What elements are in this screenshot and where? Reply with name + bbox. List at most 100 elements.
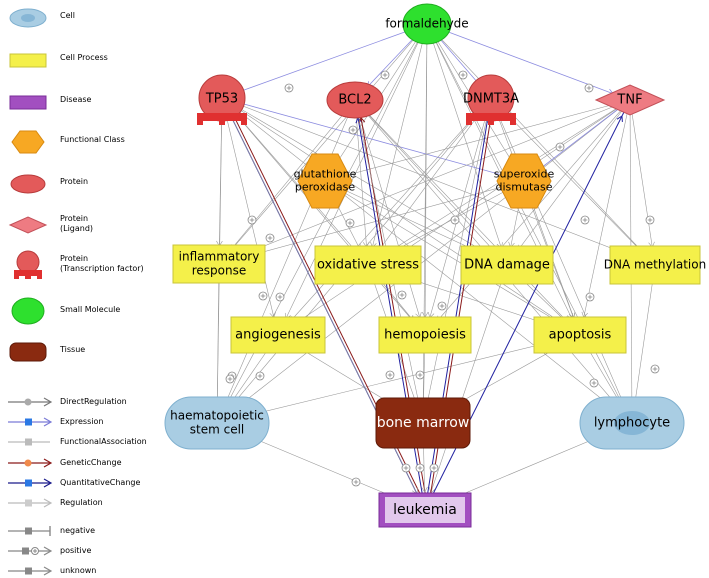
functional-class-icon	[11, 130, 45, 154]
legend-label-small-molecule: Small Molecule	[60, 305, 121, 314]
legend-label-functional-class: Functional Class	[60, 135, 125, 144]
legend-label-disease: Disease	[60, 95, 92, 104]
node-haematopoietic-stem-cell[interactable]	[164, 396, 270, 450]
quantitative-change-arrow-icon	[8, 478, 53, 488]
legend-edge-quantitative-change: QuantitativeChange	[8, 476, 168, 490]
legend-edge-functional-association: FunctionalAssociation	[8, 435, 168, 449]
node-leukemia[interactable]	[378, 492, 472, 528]
legend-effect-unknown: unknown	[8, 564, 168, 578]
node-formaldehyde-label: formaldehyde	[385, 17, 468, 31]
functional-class-shape	[297, 153, 353, 209]
edge-dna_damage-leukemia	[424, 264, 508, 511]
legend-label-genetic-change: GeneticChange	[60, 458, 122, 467]
edge-tp53-dna_methylation	[221, 97, 656, 266]
edge-bcl2-dna_damage	[354, 99, 508, 266]
node-dna-methylation-label: DNA methylation	[604, 258, 706, 272]
legend-edge-genetic-change: GeneticChange	[8, 456, 168, 470]
node-dnmt3a[interactable]	[466, 74, 516, 125]
legend-edge-expression: Expression	[8, 415, 168, 429]
node-oxidative-stress-label: oxidative stress	[317, 258, 419, 273]
legend-label-cell-process: Cell Process	[60, 53, 108, 62]
node-leukemia-label: leukemia	[393, 502, 457, 518]
node-superoxide-dismutase[interactable]	[496, 153, 552, 209]
node-formaldehyde[interactable]	[402, 3, 452, 45]
cell-process-shape	[230, 316, 326, 354]
protein-ligand-icon	[8, 216, 48, 234]
transcription-factor-icon	[14, 250, 42, 279]
edge-tp53-superoxide	[221, 97, 525, 182]
node-bcl2[interactable]	[326, 81, 384, 119]
edge-formaldehyde-angiogenesis	[277, 23, 428, 336]
edge-formaldehyde-haematopoietic	[216, 23, 428, 424]
edge-formaldehyde-dna_damage	[426, 23, 508, 266]
cell-shape	[164, 396, 270, 450]
node-dna-damage[interactable]	[460, 245, 554, 285]
edge-dnmt3a-angiogenesis	[277, 97, 492, 336]
legend-effect-negative: negative	[8, 524, 168, 538]
cell-nucleus	[614, 411, 650, 435]
edge-superoxide-inflammatory	[218, 180, 525, 265]
edge-tnf-glutathione	[324, 99, 631, 182]
negative-effect-icon	[8, 526, 51, 536]
tf-dna-foot	[241, 121, 247, 125]
edge-tnf-dna_methylation	[629, 99, 656, 266]
edge-dnmt3a-apoptosis	[490, 97, 581, 336]
edge-formaldehyde-tnf	[426, 23, 631, 101]
edge-tp53-oxidative	[221, 97, 369, 266]
edge-tnf-dna_damage	[506, 99, 631, 266]
expression-arrow-icon	[8, 417, 53, 427]
tissue-shape	[375, 397, 471, 449]
legend-label-direct-regulation: DirectRegulation	[60, 397, 127, 406]
edge-arrowhead	[616, 115, 623, 122]
legend-label-negative: negative	[60, 526, 95, 535]
functional-association-line-icon	[8, 438, 50, 446]
small-molecule-shape	[402, 3, 452, 45]
legend-label-tissue: Tissue	[60, 345, 86, 354]
node-dnmt3a-label: DNMT3A	[463, 92, 519, 107]
protein-shape	[326, 81, 384, 119]
disease-inner	[385, 497, 465, 523]
legend-label-transcription-factor: Protein (Transcription factor)	[60, 254, 144, 273]
node-lymphocyte[interactable]	[579, 396, 685, 450]
edge-apoptosis-haematopoietic	[216, 334, 581, 424]
tf-dna-bar	[466, 113, 516, 121]
regulation-arrow-icon	[8, 498, 53, 508]
node-apoptosis[interactable]	[533, 316, 627, 354]
cell-process-shape	[314, 245, 422, 285]
node-angiogenesis[interactable]	[230, 316, 326, 354]
tf-dna-foot	[488, 121, 494, 125]
positive-effect-icon	[8, 546, 53, 556]
protein-icon	[10, 174, 46, 194]
edge-tp53-dna_damage	[221, 97, 508, 266]
legend-label-functional-association: FunctionalAssociation	[60, 437, 147, 446]
node-hemopoiesis[interactable]	[378, 316, 472, 354]
edge-tnf-inflammatory	[218, 99, 631, 265]
node-glutathione-peroxidase[interactable]	[297, 153, 353, 209]
node-tp53[interactable]	[197, 74, 247, 125]
node-tp53-label: TP53	[205, 92, 238, 107]
edge-dnmt3a-bone_marrow	[422, 97, 492, 424]
legend-label-protein-ligand: Protein (Ligand)	[60, 214, 94, 233]
cell-process-shape	[460, 245, 554, 285]
legend-label-unknown: unknown	[60, 566, 97, 575]
node-tnf[interactable]	[594, 84, 666, 116]
node-bone-marrow[interactable]	[375, 397, 471, 449]
tissue-icon	[9, 342, 47, 362]
legend-edge-direct-regulation: DirectRegulation	[8, 395, 168, 409]
node-inflammatory-response[interactable]	[172, 244, 266, 284]
edge-glutathione-apoptosis	[324, 180, 581, 336]
node-dna-methylation[interactable]	[609, 245, 701, 285]
edge-dnmt3a-lymphocyte	[490, 97, 633, 424]
edge-dnmt3a-dna_methylation	[490, 97, 656, 266]
legend-label-cell: Cell	[60, 11, 75, 20]
edge-arrowhead	[421, 486, 428, 493]
node-oxidative-stress[interactable]	[314, 245, 422, 285]
protein-ligand-shape	[594, 84, 666, 116]
cell-icon	[9, 8, 47, 28]
tf-dna-foot	[510, 121, 516, 125]
